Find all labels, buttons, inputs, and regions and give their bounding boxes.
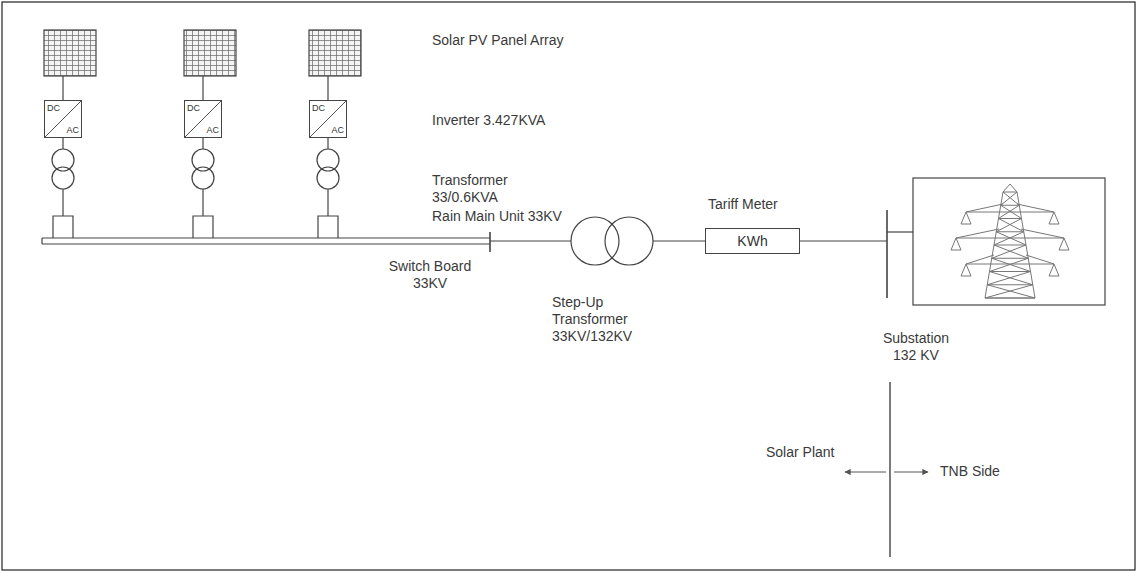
transformer-symbol (52, 149, 74, 171)
direction-arrow (845, 472, 886, 473)
ring-main-unit (53, 216, 73, 238)
text-label: Rain Main Unit 33KV (432, 208, 562, 225)
tower-lattice (987, 272, 1033, 285)
tower-lattice (999, 205, 1022, 218)
transmission-tower (951, 184, 1069, 298)
text-label: Substation 132 KV (870, 330, 962, 364)
ring-main-unit (193, 216, 213, 238)
wire (653, 240, 705, 241)
tower-body (985, 192, 1035, 298)
text-label: TNB Side (940, 463, 1000, 480)
wire (490, 240, 571, 241)
inverter-diagonal (185, 101, 221, 137)
text-label: Switch Board 33KV (380, 258, 480, 292)
transformer-symbol (192, 167, 214, 189)
solar-panel (309, 30, 361, 76)
wire (327, 189, 328, 216)
wire (327, 76, 328, 100)
inverter-diagonal (310, 101, 346, 137)
transformer-symbol (192, 149, 214, 171)
substation-bus (886, 210, 888, 298)
switch-board (489, 232, 491, 252)
inverter-diagonal (45, 101, 81, 137)
wire (202, 138, 203, 149)
tower-peak (1003, 184, 1017, 192)
direction-arrow (894, 472, 928, 473)
transformer-symbol (52, 167, 74, 189)
solar-panel (44, 30, 96, 76)
wire (202, 189, 203, 216)
boundary-line (889, 382, 890, 557)
inverter-text: DC (312, 103, 325, 113)
bus-bar (42, 243, 490, 244)
bus-bar (41, 238, 42, 244)
cross-arm (956, 229, 1064, 238)
inverter-box: DC AC (44, 100, 82, 138)
text-label: Inverter 3.427KVA (432, 112, 545, 129)
tower-lattice (992, 245, 1029, 258)
ring-main-unit (318, 216, 338, 238)
wire (202, 76, 203, 100)
inverter-text: AC (206, 125, 219, 135)
text-label: Tariff Meter (708, 196, 778, 213)
wire (62, 189, 63, 216)
solar-panel (184, 30, 236, 76)
wire (887, 231, 913, 232)
wire (800, 240, 887, 241)
inverter-text: DC (187, 103, 200, 113)
text-label: Transformer 33/0.6KVA (432, 172, 524, 206)
text-label: Solar Plant (766, 444, 834, 461)
cross-arm (966, 255, 1054, 264)
wire (327, 138, 328, 149)
tower-lattice (990, 258, 1031, 271)
tower-lattice (996, 219, 1024, 232)
inverter-text: DC (47, 103, 60, 113)
transformer-symbol (317, 149, 339, 171)
meter-text: KWh (737, 233, 767, 249)
inverter-text: AC (331, 125, 344, 135)
tower-frame (913, 178, 1105, 305)
transformer-symbol (317, 167, 339, 189)
wire (62, 76, 63, 100)
text-label: Step-Up Transformer 33KV/132KV (552, 294, 662, 345)
inverter-box: DC AC (309, 100, 347, 138)
bus-bar (42, 237, 490, 238)
tower-lattice (1001, 192, 1020, 205)
wire (62, 138, 63, 149)
step-up-transformer (605, 217, 653, 265)
tower-lattice (985, 285, 1035, 298)
inverter-text: AC (66, 125, 79, 135)
tower-lattice (994, 232, 1026, 245)
meter-box: KWh (705, 228, 800, 254)
text-label: Solar PV Panel Array (432, 32, 564, 49)
insulator (951, 212, 1069, 276)
inverter-box: DC AC (184, 100, 222, 138)
